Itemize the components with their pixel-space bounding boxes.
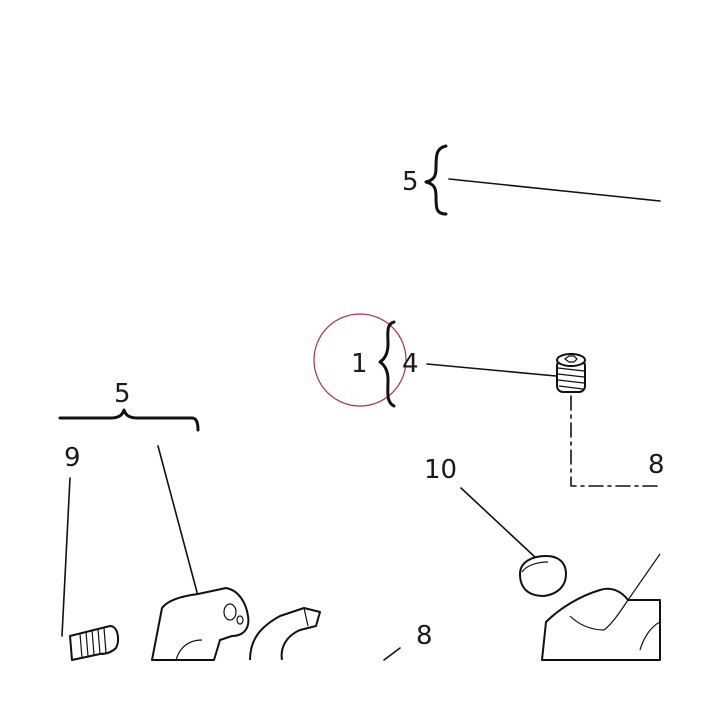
callout-circle	[313, 313, 407, 407]
bottom-leader-line	[383, 647, 401, 661]
left-leader-line	[157, 445, 199, 597]
label-1: 1	[351, 349, 368, 379]
label-5-left: 5	[114, 379, 131, 409]
label-9: 9	[64, 443, 81, 473]
pin-leader-line	[61, 477, 71, 637]
label-8-bottom: 8	[416, 621, 433, 651]
top-leader-line	[448, 178, 661, 202]
pin-callout: 9	[61, 443, 119, 661]
rubber-cap-part	[519, 555, 567, 597]
screw-callout: 4 8	[402, 349, 665, 487]
caliper-arm-part	[151, 587, 250, 661]
screw-leader-line	[426, 363, 557, 377]
label-4: 4	[402, 349, 419, 379]
left-brace	[58, 408, 200, 432]
left-assembly-callout: 5	[58, 379, 200, 597]
cap-callout: 10	[424, 455, 567, 597]
top-assembly-callout: 5	[402, 144, 661, 216]
set-screw-part	[556, 353, 586, 393]
hook-part	[249, 607, 321, 661]
label-10: 10	[424, 455, 457, 485]
screw-axis-line	[570, 395, 661, 487]
cap-leader-line	[460, 487, 537, 559]
threaded-pin-part	[69, 625, 119, 661]
bottom-callout: 8	[383, 621, 433, 661]
lever-body-part	[541, 553, 661, 661]
label-8-right: 8	[648, 450, 665, 480]
label-5-top: 5	[402, 167, 419, 197]
callout-1: 1	[313, 313, 407, 408]
top-brace	[424, 144, 448, 216]
callout-brace	[378, 320, 396, 408]
